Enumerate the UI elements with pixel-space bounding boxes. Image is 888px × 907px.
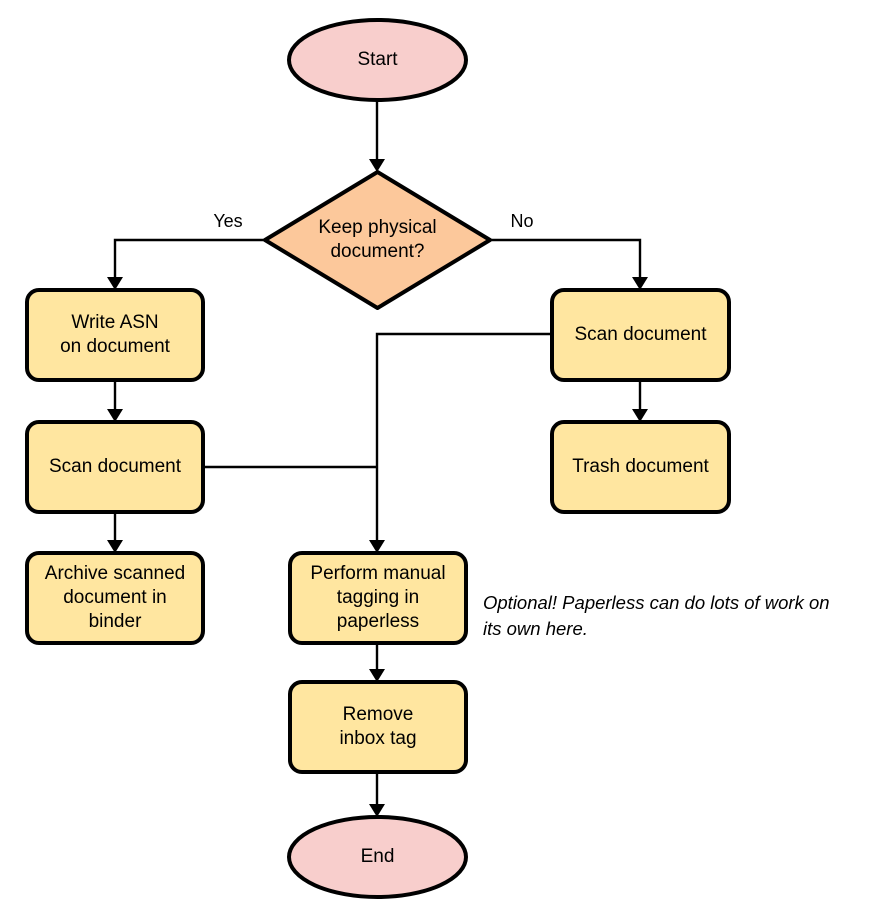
node-scan-right[interactable]: Scan document <box>550 288 731 382</box>
node-shape-terminator <box>287 18 468 102</box>
arrowhead-icon <box>107 277 123 290</box>
node-shape-process <box>25 288 205 382</box>
edge-label: Yes <box>213 211 242 231</box>
node-start[interactable]: Start <box>287 18 468 102</box>
node-label: Perform manual <box>310 563 445 584</box>
edge-path <box>375 332 552 545</box>
node-shape-process <box>288 680 468 774</box>
node-label: tagging in <box>337 587 419 608</box>
edge-scan-right-to-manual-tagging <box>369 332 552 553</box>
node-label: document? <box>330 241 424 262</box>
arrowhead-icon <box>369 540 385 553</box>
node-label: Keep physical <box>318 217 436 238</box>
node-label: Write ASN <box>71 312 158 333</box>
node-end[interactable]: End <box>287 815 468 899</box>
edge-scan-right-to-trash <box>632 380 648 422</box>
arrowhead-icon <box>632 409 648 422</box>
node-label: End <box>361 846 395 867</box>
arrowhead-icon <box>107 540 123 553</box>
node-shape-process <box>25 551 205 645</box>
edge-remove-inbox-tag-to-end <box>369 772 385 817</box>
node-label: Start <box>357 49 398 70</box>
node-label: Remove <box>343 704 414 725</box>
node-shape-process <box>550 288 731 382</box>
annotation-optional-note: Optional! Paperless can do lots of work … <box>483 592 830 639</box>
node-shape-decision <box>263 170 492 310</box>
edge-write-asn-to-scan-left <box>107 380 123 422</box>
node-shape-process <box>288 551 468 645</box>
arrowhead-icon <box>369 159 385 172</box>
node-keep-physical[interactable]: Keep physical document? <box>263 170 492 310</box>
node-label: Scan document <box>49 456 182 477</box>
edge-manual-tagging-to-remove-inbox-tag <box>369 643 385 682</box>
node-label: binder <box>89 611 142 632</box>
node-shape-process <box>550 420 731 514</box>
edge-path <box>113 238 265 282</box>
edge-decision-no-to-scan-right: No <box>490 211 648 290</box>
edges-layer: Yes No <box>107 100 648 817</box>
annotations-layer: Optional! Paperless can do lots of work … <box>483 592 830 639</box>
edge-label: No <box>510 211 533 231</box>
edge-start-to-decision <box>369 100 385 172</box>
arrowhead-icon <box>107 409 123 422</box>
edge-decision-yes-to-write-asn: Yes <box>107 211 265 290</box>
annotation-line: its own here. <box>483 618 588 639</box>
node-trash[interactable]: Trash document <box>550 420 731 514</box>
node-manual-tagging[interactable]: Perform manual tagging in paperless <box>288 551 468 645</box>
annotation-line: Optional! Paperless can do lots of work … <box>483 592 830 613</box>
edge-scan-left-to-archive <box>107 512 123 553</box>
edge-path <box>490 238 642 282</box>
arrowhead-icon <box>369 669 385 682</box>
node-label: document in <box>63 587 167 608</box>
node-label: paperless <box>337 611 419 632</box>
node-scan-left[interactable]: Scan document <box>25 420 205 514</box>
node-label: Scan document <box>574 324 707 345</box>
node-label: Trash document <box>572 456 709 477</box>
node-label: inbox tag <box>339 728 416 749</box>
arrowhead-icon <box>369 804 385 817</box>
arrowhead-icon <box>632 277 648 290</box>
node-write-asn[interactable]: Write ASN on document <box>25 288 205 382</box>
node-label: on document <box>60 336 171 357</box>
node-remove-inbox-tag[interactable]: Remove inbox tag <box>288 680 468 774</box>
node-label: Archive scanned <box>45 563 185 584</box>
node-shape-process <box>25 420 205 514</box>
node-shape-terminator <box>287 815 468 899</box>
node-archive-binder[interactable]: Archive scanned document in binder <box>25 551 205 645</box>
